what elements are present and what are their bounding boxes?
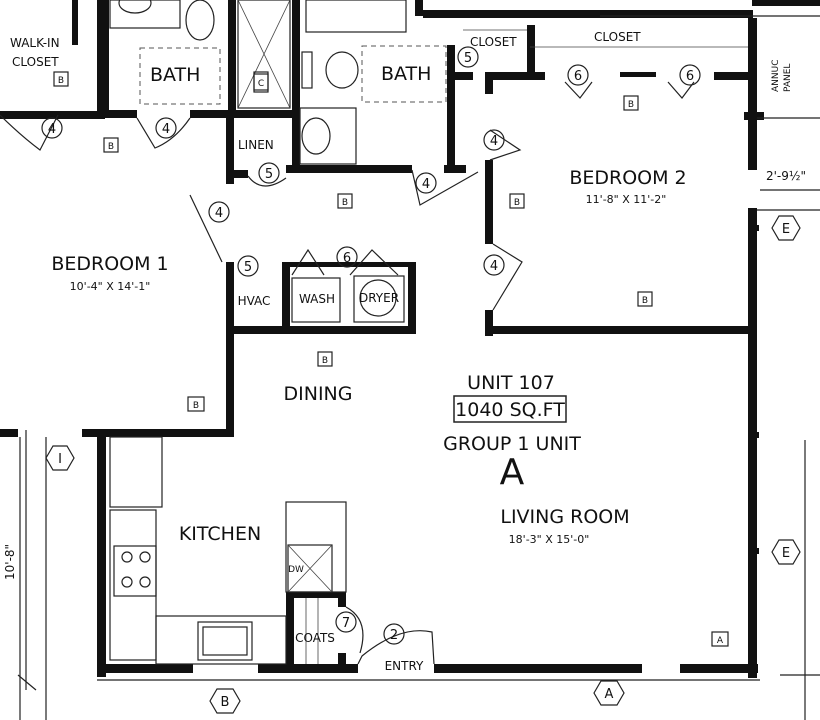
wash-label: WASH <box>299 292 335 306</box>
door-tag: 5 <box>457 46 479 68</box>
svg-text:4: 4 <box>490 134 498 149</box>
svg-text:B: B <box>322 356 328 366</box>
wall-tag: A <box>711 631 729 647</box>
door-tag: 6 <box>679 64 701 86</box>
door-tag: 4 <box>208 201 230 223</box>
door-tag: 4 <box>483 129 505 151</box>
elevation-marker-a: A <box>593 680 625 706</box>
svg-text:2: 2 <box>390 628 398 643</box>
closet-top-2-label: CLOSET <box>594 30 641 44</box>
dw-label: DW <box>288 565 304 575</box>
bedroom-1-dims: 10'-4" X 14'-1" <box>70 280 151 293</box>
unit-group: GROUP 1 UNIT <box>443 433 581 455</box>
walls <box>0 0 820 678</box>
wall-tag: B <box>317 351 333 367</box>
svg-text:A: A <box>605 687 614 702</box>
svg-text:B: B <box>193 401 199 411</box>
svg-text:6: 6 <box>574 69 582 84</box>
walk-in-closet-label-line2: CLOSET <box>12 55 59 69</box>
right-width-dim: 2'-9½" <box>766 169 806 183</box>
dimensions: 2'-9½" 10'-8" <box>3 169 820 691</box>
kitchen-label: KITCHEN <box>179 523 261 545</box>
svg-text:4: 4 <box>48 122 56 137</box>
door-tag: 5 <box>258 162 280 184</box>
svg-text:6: 6 <box>686 69 694 84</box>
svg-text:E: E <box>782 222 790 237</box>
fixtures <box>19 0 820 720</box>
door-tag: 5 <box>237 255 259 277</box>
elevation-marker-i: I <box>45 445 75 471</box>
svg-text:4: 4 <box>162 122 170 137</box>
hvac-label: HVAC <box>238 294 271 308</box>
svg-text:B: B <box>221 695 230 710</box>
elevation-markers: E E I B A <box>45 215 801 714</box>
door-tag: 4 <box>483 254 505 276</box>
svg-text:B: B <box>628 100 634 110</box>
unit-info: UNIT 107 1040 SQ.FT GROUP 1 UNIT A <box>443 372 581 493</box>
bath-1-label: BATH <box>150 64 200 86</box>
svg-text:A: A <box>717 636 724 646</box>
door-tag: 2 <box>383 623 405 645</box>
linen-label: LINEN <box>238 138 274 152</box>
svg-text:E: E <box>782 546 790 561</box>
bedroom-2-name: BEDROOM 2 <box>569 167 686 189</box>
wall-tag: B <box>637 291 653 307</box>
left-height-dim: 10'-8" <box>3 544 17 580</box>
walk-in-closet-label-line1: WALK-IN <box>10 36 60 50</box>
svg-text:7: 7 <box>342 616 350 631</box>
door-tags: 4 4 5 5 6 6 4 4 4 4 5 6 7 2 <box>41 46 701 645</box>
elevation-marker-e-lower: E <box>771 539 801 565</box>
svg-text:C: C <box>258 79 264 89</box>
door-tag: 4 <box>155 117 177 139</box>
unit-name: UNIT 107 <box>467 372 555 394</box>
svg-text:5: 5 <box>464 51 472 66</box>
door-tag: 4 <box>41 117 63 139</box>
svg-text:B: B <box>108 142 114 152</box>
wall-tag: B <box>509 193 525 209</box>
svg-text:B: B <box>642 296 648 306</box>
wall-tag: B <box>623 95 639 111</box>
wall-tag: B <box>103 137 119 153</box>
svg-text:4: 4 <box>422 177 430 192</box>
door-swings <box>0 114 523 665</box>
door-tag: 6 <box>567 64 589 86</box>
living-room-name: LIVING ROOM <box>500 506 629 528</box>
unit-type-letter: A <box>500 452 525 493</box>
door-tag: 7 <box>335 611 357 633</box>
dining-label: DINING <box>284 383 353 405</box>
svg-text:5: 5 <box>265 167 273 182</box>
room-labels: WALK-IN CLOSET BATH BATH CLOSET CLOSET L… <box>10 30 793 673</box>
bedroom-1-name: BEDROOM 1 <box>51 253 168 275</box>
door-tag: 6 <box>336 246 358 268</box>
coats-label: COATS <box>295 631 335 645</box>
wall-tag: B <box>53 71 69 87</box>
wall-tag: B <box>187 396 205 412</box>
dryer-label: DRYER <box>359 291 399 305</box>
annuc-panel-label-2: PANEL <box>783 64 793 92</box>
living-room-dims: 18'-3" X 15'-0" <box>509 533 590 546</box>
annuc-panel-label-1: ANNUC <box>771 60 781 93</box>
bedroom-2-dims: 11'-8" X 11'-2" <box>586 193 667 206</box>
closet-top-1-label: CLOSET <box>470 35 517 49</box>
svg-text:4: 4 <box>215 206 223 221</box>
svg-text:I: I <box>58 452 62 467</box>
svg-text:B: B <box>514 198 520 208</box>
wall-tag: C <box>253 73 269 91</box>
bath-2-label: BATH <box>381 63 431 85</box>
wall-tags: B B B B B B B B C A <box>53 71 729 647</box>
wall-tag: B <box>337 193 353 209</box>
entry-label: ENTRY <box>385 659 424 673</box>
svg-text:6: 6 <box>343 251 351 266</box>
unit-area: 1040 SQ.FT <box>455 399 565 421</box>
svg-text:B: B <box>342 198 348 208</box>
door-tag: 4 <box>415 172 437 194</box>
elevation-marker-b: B <box>209 688 241 714</box>
elevation-marker-e-upper: E <box>771 215 801 241</box>
svg-text:5: 5 <box>244 260 252 275</box>
svg-text:B: B <box>58 76 64 86</box>
svg-text:4: 4 <box>490 259 498 274</box>
